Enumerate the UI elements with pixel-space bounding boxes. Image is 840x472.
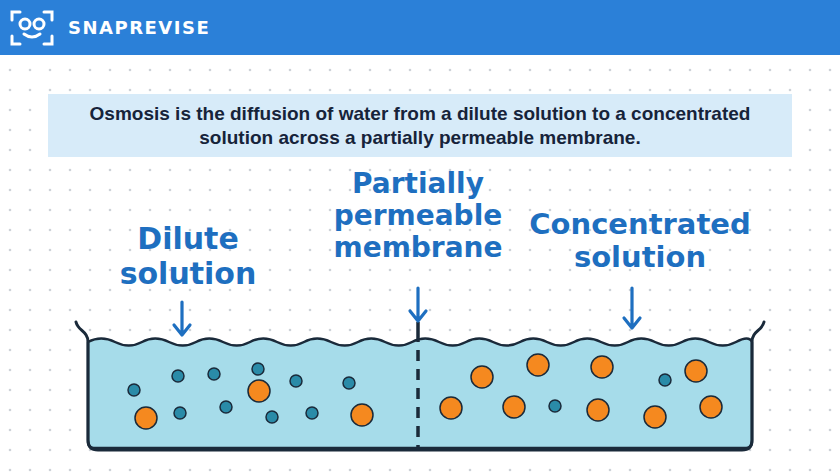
logo-smile (24, 34, 40, 37)
water-molecule (290, 375, 302, 387)
membrane-top (416, 322, 420, 342)
solute-particle (527, 354, 549, 376)
definition-text: Osmosis is the diffusion of water from a… (78, 102, 762, 150)
definition-box: Osmosis is the diffusion of water from a… (48, 94, 792, 157)
water-molecule (208, 368, 220, 380)
pointer-arrow (174, 302, 190, 335)
water-molecule (659, 374, 671, 386)
solute-particle (351, 404, 373, 426)
logo-brackets (12, 12, 52, 44)
water-molecule (174, 407, 186, 419)
water-molecule (252, 363, 264, 375)
pointer-arrow (410, 288, 426, 321)
water-molecule (220, 401, 232, 413)
solute-particle (644, 406, 666, 428)
water-molecule (128, 384, 140, 396)
logo-eye (20, 19, 30, 29)
membrane (416, 350, 420, 448)
part-label: Dilute solution (93, 221, 283, 292)
solute-particle (700, 396, 722, 418)
solute-particle (248, 380, 270, 402)
water (88, 339, 752, 449)
solute-particle (685, 360, 707, 382)
water-molecule (343, 377, 355, 389)
solute-particle (135, 407, 157, 429)
solute-particle (591, 356, 613, 378)
water-molecule (306, 407, 318, 419)
part-label: Partially permeable membrane (318, 168, 518, 265)
solute-particle (440, 397, 462, 419)
solute-particle (471, 366, 493, 388)
logo-icon (12, 12, 52, 44)
pointer-arrow (624, 288, 640, 328)
part-label: Concentrated solution (515, 208, 765, 275)
water-molecule (549, 400, 561, 412)
water-molecule (266, 411, 278, 423)
pointer-arrows (174, 288, 640, 335)
logo-eye (34, 19, 44, 29)
solute-particle (587, 399, 609, 421)
logo-text: SNAPREVISE (68, 17, 288, 39)
water-molecule (172, 370, 184, 382)
container (76, 322, 764, 450)
solute-particle (503, 396, 525, 418)
header-bar (0, 0, 840, 55)
particles (128, 354, 722, 429)
